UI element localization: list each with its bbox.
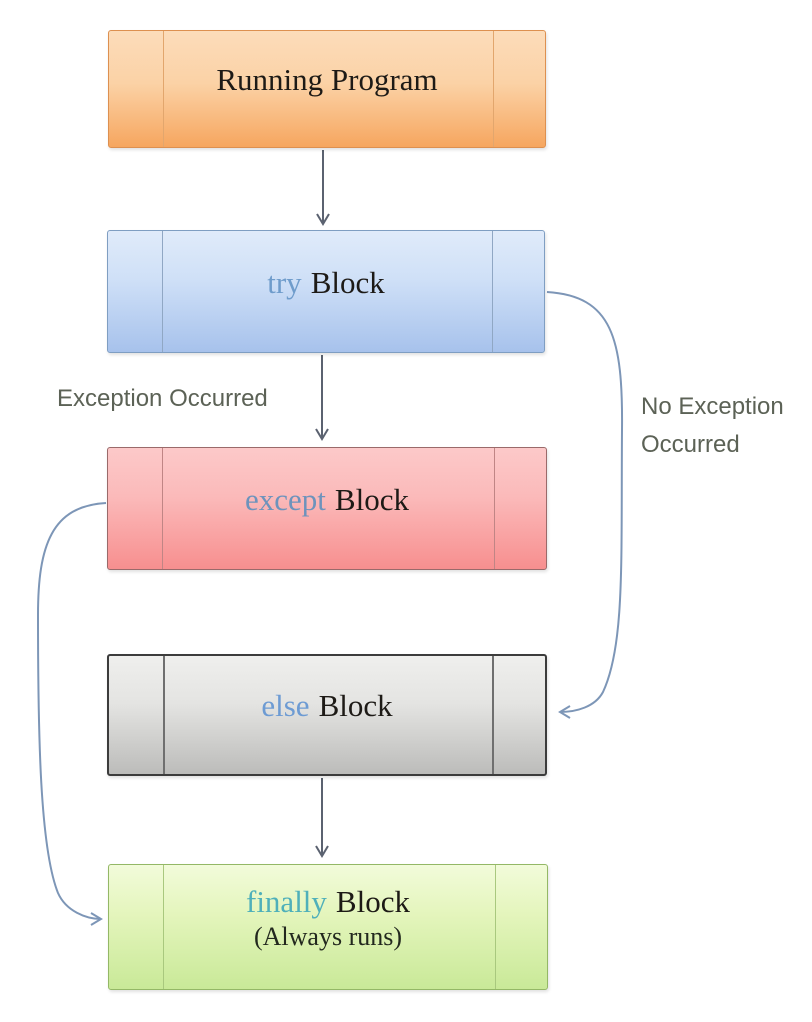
finally-keyword: finally bbox=[246, 884, 327, 920]
node-running-program: Running Program bbox=[108, 30, 546, 148]
node-side-divider bbox=[492, 231, 493, 352]
edge-label-no-exception-line1: No Exception bbox=[641, 393, 784, 420]
edge-label-exception-occurred: Exception Occurred bbox=[57, 385, 268, 412]
edge-label-no-exception-line2: Occurred bbox=[641, 431, 740, 458]
try-keyword: try bbox=[267, 264, 302, 300]
try-suffix: Block bbox=[310, 264, 385, 300]
node-side-divider bbox=[495, 865, 496, 989]
node-side-divider bbox=[162, 448, 163, 569]
running-program-text: Running Program bbox=[216, 62, 438, 98]
except-keyword: except bbox=[245, 481, 326, 517]
arrow-except-to-finally bbox=[36, 502, 107, 926]
finally-note: (Always runs) bbox=[253, 921, 403, 951]
node-side-divider bbox=[163, 865, 164, 989]
node-side-divider bbox=[494, 448, 495, 569]
running-program-label: Running Program bbox=[216, 62, 437, 98]
else-suffix: Block bbox=[318, 688, 393, 724]
node-side-divider bbox=[493, 31, 494, 147]
edge-label-no-exception-occurred: No Exception Occurred bbox=[641, 388, 784, 464]
arrow-try-to-else-no-exception bbox=[546, 291, 624, 719]
node-side-divider bbox=[492, 656, 494, 774]
finally-suffix: Block bbox=[335, 884, 410, 920]
else-keyword: else bbox=[261, 688, 310, 724]
node-side-divider bbox=[162, 231, 163, 352]
except-suffix: Block bbox=[334, 481, 409, 517]
node-side-divider bbox=[163, 31, 164, 147]
node-side-divider bbox=[163, 656, 165, 774]
